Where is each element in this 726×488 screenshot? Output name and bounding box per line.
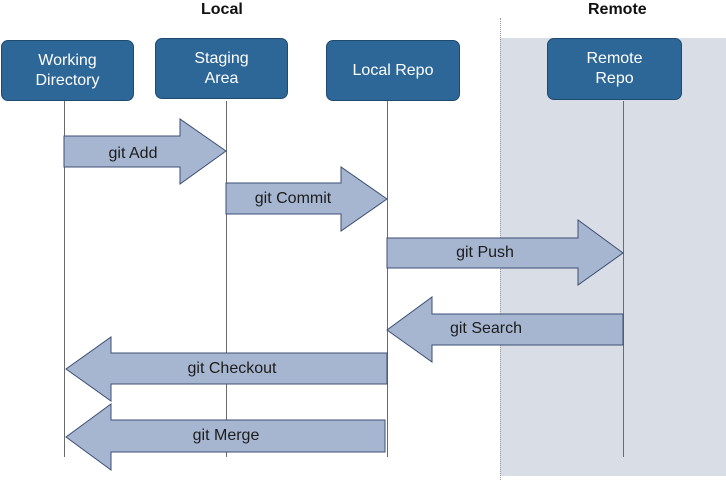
working-directory-label: Working Directory	[35, 51, 100, 89]
remote-repo-label: Remote Repo	[586, 50, 643, 87]
git-push-label: git Push	[456, 244, 514, 261]
git-checkout-arrow	[65, 336, 388, 402]
git-commit-label: git Commit	[254, 190, 332, 207]
git-add-arrow	[63, 118, 227, 185]
staging-area-lifeline	[226, 101, 227, 457]
git-add-label: git Add	[108, 145, 158, 162]
remote-section-title: Remote	[588, 1, 647, 18]
remote-repo-lifeline	[623, 101, 624, 457]
remote-repo-node: Remote Repo	[547, 38, 682, 100]
git-merge-label: git Merge	[192, 427, 260, 444]
local-repo-node: Local Repo	[326, 40, 460, 101]
staging-area-node: Staging Area	[155, 38, 288, 99]
git-merge-arrow	[65, 403, 386, 471]
staging-area-label: Staging Area	[194, 49, 249, 87]
local-repo-label: Local Repo	[352, 61, 434, 79]
git-search-label: git Search	[449, 320, 523, 337]
git-checkout-label: git Checkout	[187, 360, 277, 377]
working-directory-node: Working Directory	[1, 40, 134, 101]
local-section-title: Local	[201, 1, 243, 18]
git-search-arrow	[386, 296, 624, 363]
working-directory-lifeline	[64, 101, 65, 457]
local-repo-lifeline	[387, 101, 388, 457]
git-push-arrow	[386, 219, 624, 286]
git-commit-arrow	[225, 166, 388, 232]
